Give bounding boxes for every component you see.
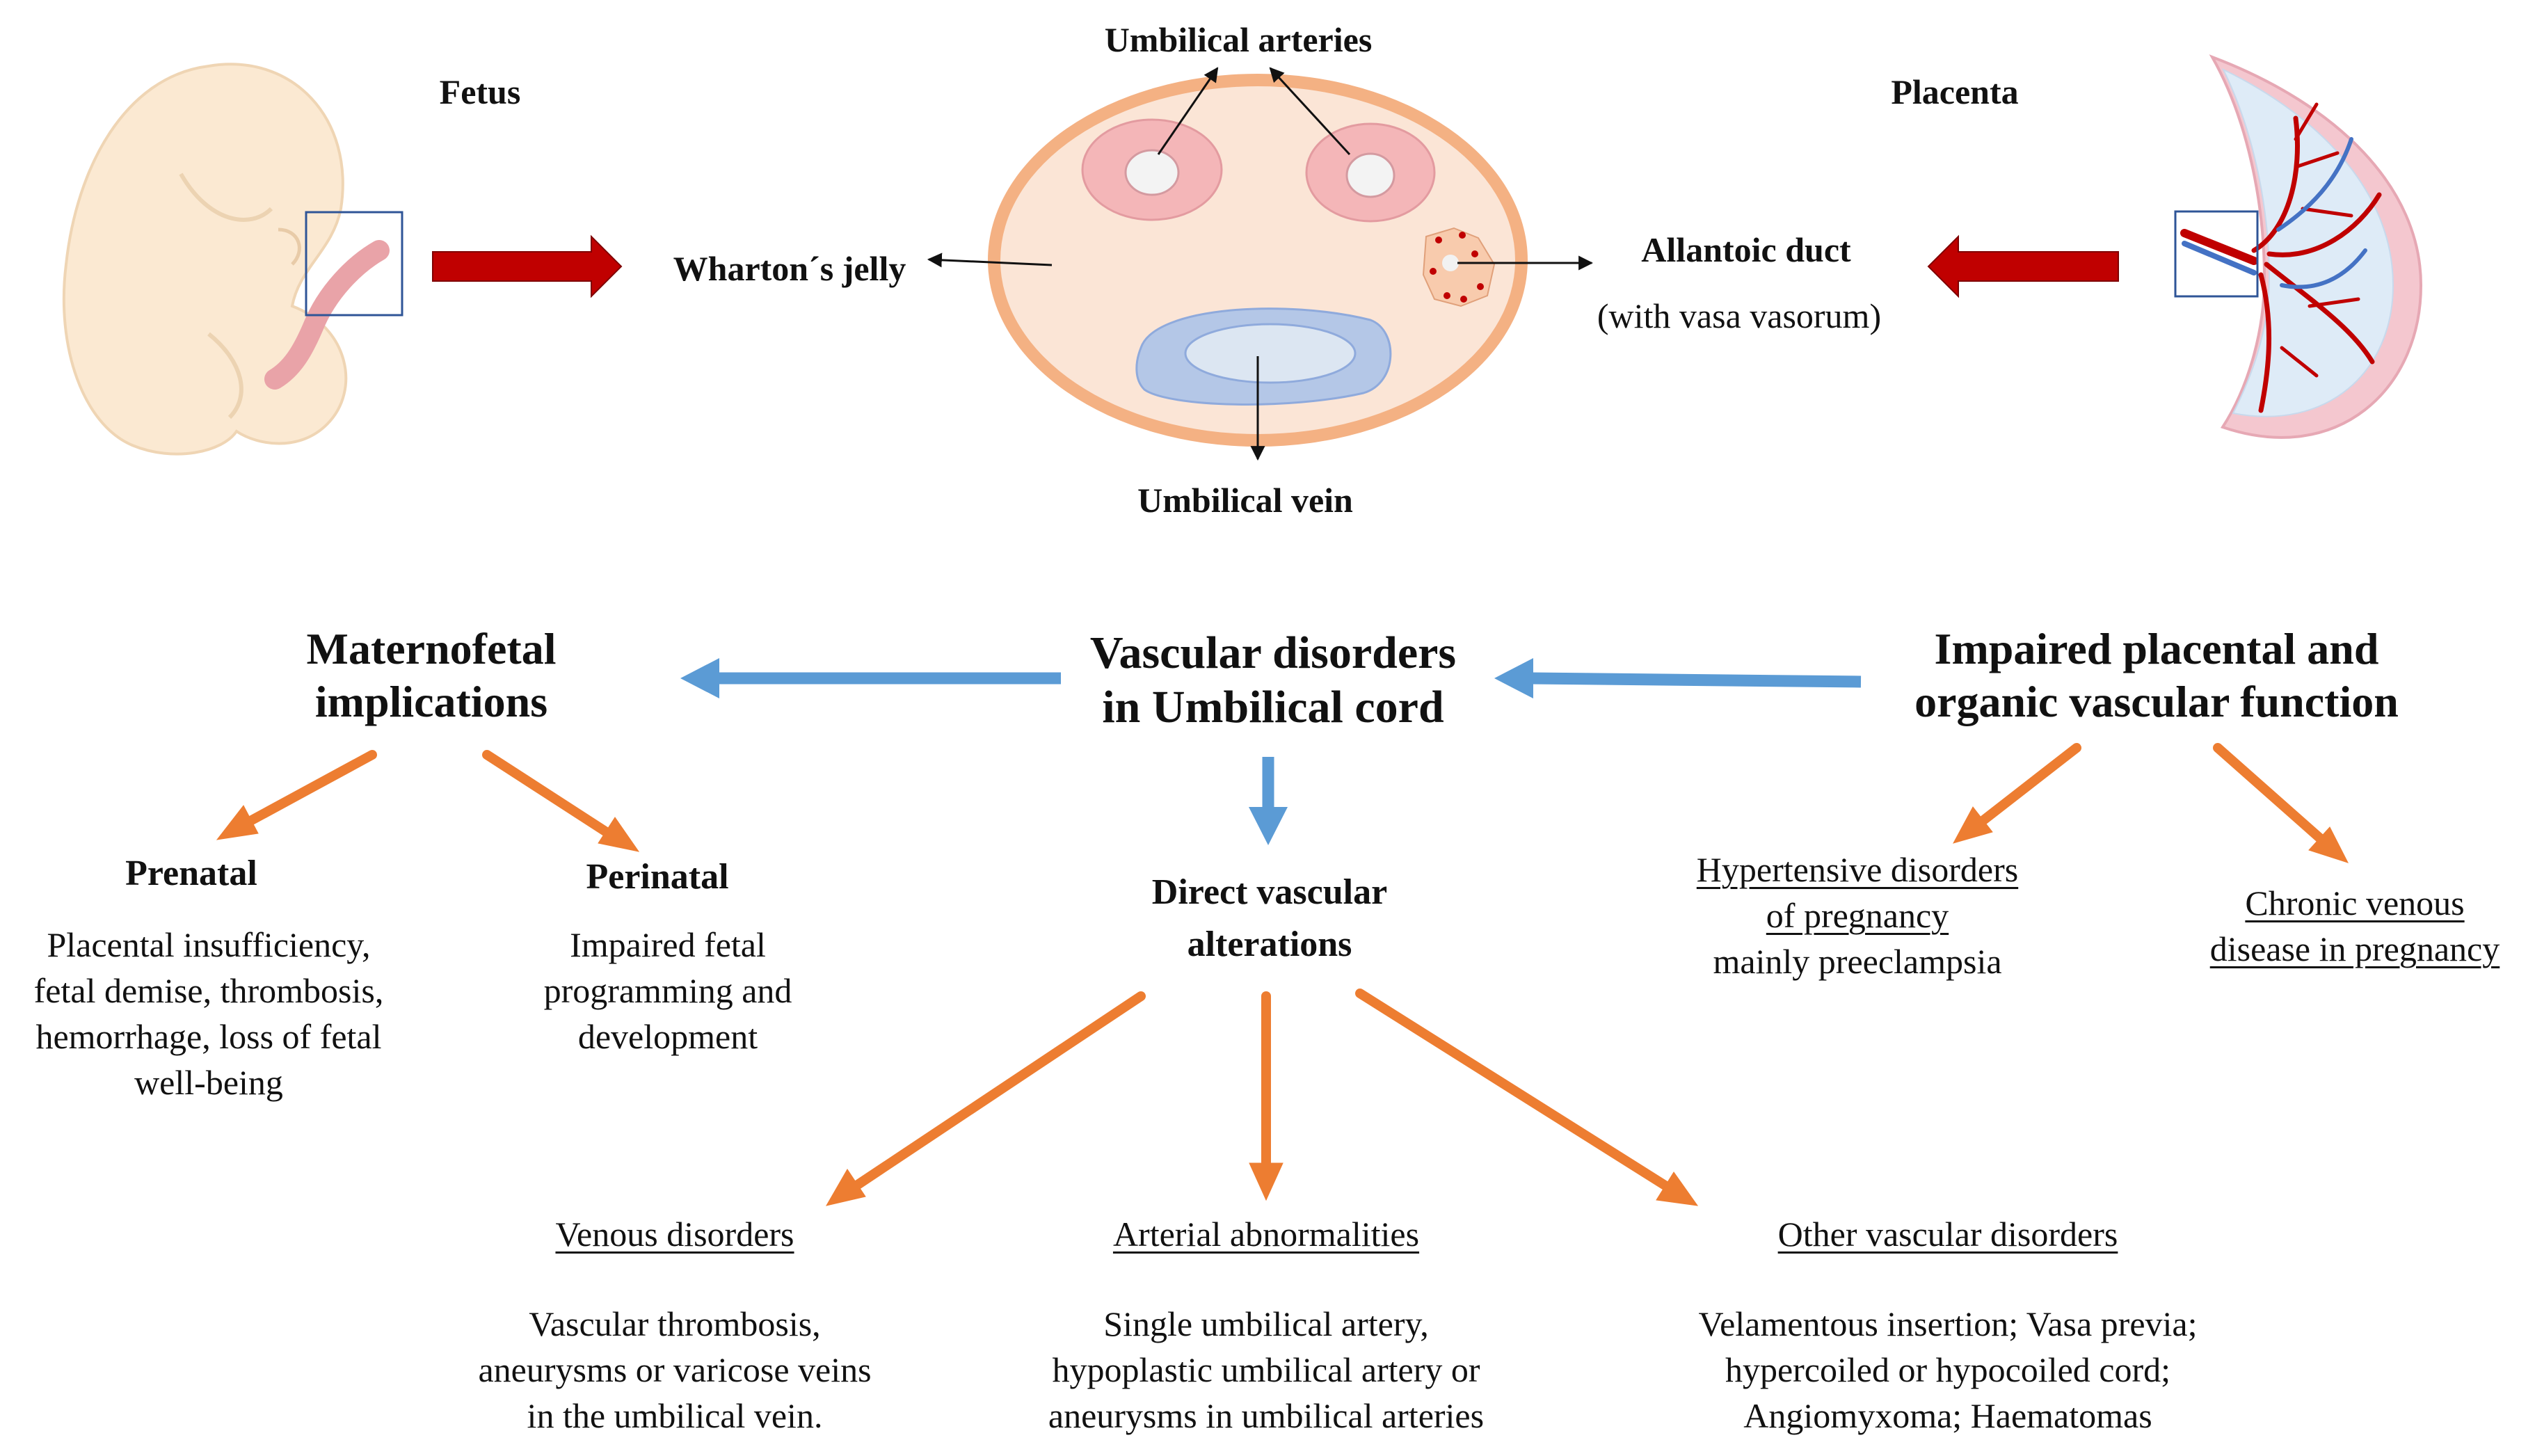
blue-arrow-to-implications <box>680 658 1061 698</box>
center-title: Vascular disorders in Umbilical cord <box>1030 626 1517 735</box>
red-arrow-left <box>1927 234 2119 298</box>
maternofetal-title: Maternofetal implications <box>230 623 633 728</box>
direct-heading-line-2: alterations <box>1187 925 1352 965</box>
perinatal-text: Impaired fetal programming and developme… <box>487 922 849 1059</box>
impaired-function-title: Impaired placental and organic vascular … <box>1844 623 2470 728</box>
pointer-whartons-jelly <box>927 253 1053 268</box>
blue-arrow-down <box>1249 757 1288 845</box>
fetus-detail-box <box>305 211 403 317</box>
blue-arrow-from-impaired-function <box>1494 658 1862 698</box>
impaired-function-title-line-1: Impaired placental and <box>1934 624 2379 673</box>
perinatal-line-2: programming and <box>543 971 792 1010</box>
perinatal-line-1: Impaired fetal <box>570 925 766 964</box>
orange-arrow-other <box>1355 989 1699 1206</box>
whartons-jelly-label: Wharton´s jelly <box>673 249 906 288</box>
other-vascular-heading: Other vascular disorders <box>1777 1215 2118 1254</box>
maternofetal-title-line-1: Maternofetal <box>306 624 557 673</box>
umbilical-arteries-label: Umbilical arteries <box>1104 20 1373 59</box>
arterial-abnormalities-text: Single umbilical artery, hypoplastic umb… <box>995 1301 1537 1439</box>
placenta-illustration-icon <box>2174 54 2423 439</box>
chronic-line-1: Chronic venous <box>2245 883 2465 922</box>
umbilical-vein-label: Umbilical vein <box>1137 481 1353 520</box>
perinatal-heading: Perinatal <box>586 857 729 897</box>
placenta-detail-box <box>2174 210 2259 298</box>
orange-arrow-prenatal <box>216 750 377 840</box>
arterial-line-1: Single umbilical artery, <box>1103 1304 1429 1343</box>
arterial-line-3: aneurysms in umbilical arteries <box>1048 1396 1485 1435</box>
fetus-illustration-icon <box>62 63 403 456</box>
orange-arrow-arterial <box>1249 991 1284 1201</box>
chronic-line-2: disease in pregnancy <box>2209 929 2500 968</box>
maternofetal-title-line-2: implications <box>314 676 548 726</box>
hypertensive-line-3: mainly preeclampsia <box>1713 942 2002 981</box>
fetus-label: Fetus <box>439 72 521 111</box>
other-vascular-text: Velamentous insertion; Vasa previa; hype… <box>1628 1301 2268 1439</box>
perinatal-line-3: development <box>577 1017 758 1056</box>
placenta-label: Placenta <box>1891 72 2019 111</box>
venous-line-3: in the umbilical vein. <box>527 1396 823 1435</box>
other-line-2: hypercoiled or hypocoiled cord; <box>1725 1350 2171 1389</box>
chronic-venous-text: Chronic venous disease in pregnancy <box>2177 880 2532 972</box>
arterial-abnormalities-heading: Arterial abnormalities <box>1112 1215 1420 1254</box>
umbilical-cord-cross-section-icon <box>988 74 1528 447</box>
prenatal-line-2: fetal demise, thrombosis, <box>33 971 384 1010</box>
allantoic-duct-label: Allantoic duct <box>1641 230 1851 269</box>
red-arrow-right <box>432 234 623 298</box>
pointer-artery-left <box>1157 67 1219 155</box>
vasa-vasorum-label: (with vasa vasorum) <box>1597 296 1882 335</box>
prenatal-heading: Prenatal <box>125 854 257 893</box>
prenatal-line-3: hemorrhage, loss of fetal <box>35 1017 382 1056</box>
hypertensive-text: Hypertensive disorders of pregnancy main… <box>1642 847 2073 984</box>
venous-line-1: Vascular thrombosis, <box>529 1304 821 1343</box>
venous-disorders-text: Vascular thrombosis, aneurysms or varico… <box>431 1301 918 1439</box>
center-title-line-1: Vascular disorders <box>1089 627 1457 678</box>
hypertensive-line-1: Hypertensive disorders <box>1696 850 2019 889</box>
impaired-function-title-line-2: organic vascular function <box>1914 676 2399 726</box>
other-line-1: Velamentous insertion; Vasa previa; <box>1698 1304 2198 1343</box>
other-line-3: Angiomyxoma; Haematomas <box>1743 1396 2152 1435</box>
center-title-line-2: in Umbilical cord <box>1102 681 1444 733</box>
prenatal-text: Placental insufficiency, fetal demise, t… <box>0 922 417 1105</box>
arterial-line-2: hypoplastic umbilical artery or <box>1052 1350 1480 1389</box>
prenatal-line-4: well-being <box>134 1063 283 1102</box>
hypertensive-line-2: of pregnancy <box>1766 896 1949 935</box>
venous-line-2: aneurysms or varicose veins <box>478 1350 872 1389</box>
direct-alterations-heading: Direct vascular alterations <box>1085 866 1454 971</box>
direct-heading-line-1: Direct vascular <box>1151 872 1388 912</box>
venous-disorders-heading: Venous disorders <box>555 1215 794 1254</box>
pointer-artery-right <box>1269 67 1351 156</box>
prenatal-line-1: Placental insufficiency, <box>47 925 371 964</box>
orange-arrow-venous <box>825 991 1146 1206</box>
orange-arrow-perinatal <box>482 750 640 852</box>
orange-arrow-hypertensive <box>1952 743 2081 844</box>
orange-arrow-chronic <box>2213 743 2349 863</box>
